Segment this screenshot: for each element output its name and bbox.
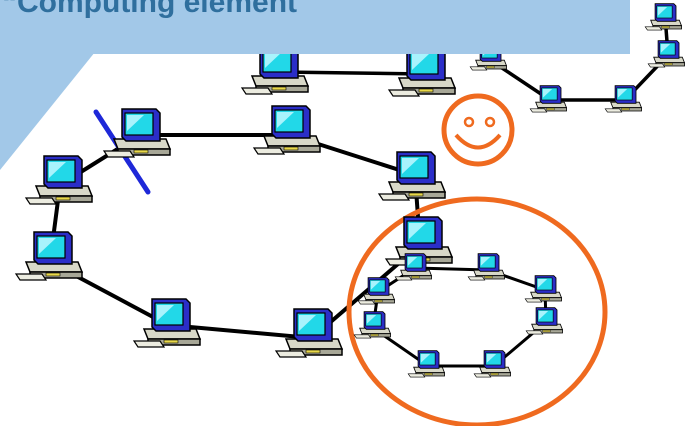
- computer-icon: [25, 155, 93, 205]
- callout-title: “Computing element”: [2, 0, 313, 19]
- computer-icon: [353, 311, 391, 339]
- computer-icon: [644, 3, 682, 31]
- computer-icon: [275, 308, 343, 358]
- callout-box: “Computing element”: [0, 0, 630, 54]
- large-ring-links: [48, 133, 422, 340]
- computer-icon: [15, 231, 83, 281]
- callout-pointer: [0, 52, 95, 170]
- highlight-circle: [346, 196, 608, 426]
- computer-icon: [133, 298, 201, 348]
- computer-icon: [525, 307, 563, 335]
- computer-icon: [378, 151, 446, 201]
- computer-icon: [647, 40, 685, 68]
- computer-icon: [473, 350, 511, 378]
- smiley-face-icon: [441, 93, 515, 167]
- small-ring-links: [371, 266, 548, 368]
- computer-icon: [524, 275, 562, 303]
- computer-icon: [467, 253, 505, 281]
- computer-icon: [253, 105, 321, 155]
